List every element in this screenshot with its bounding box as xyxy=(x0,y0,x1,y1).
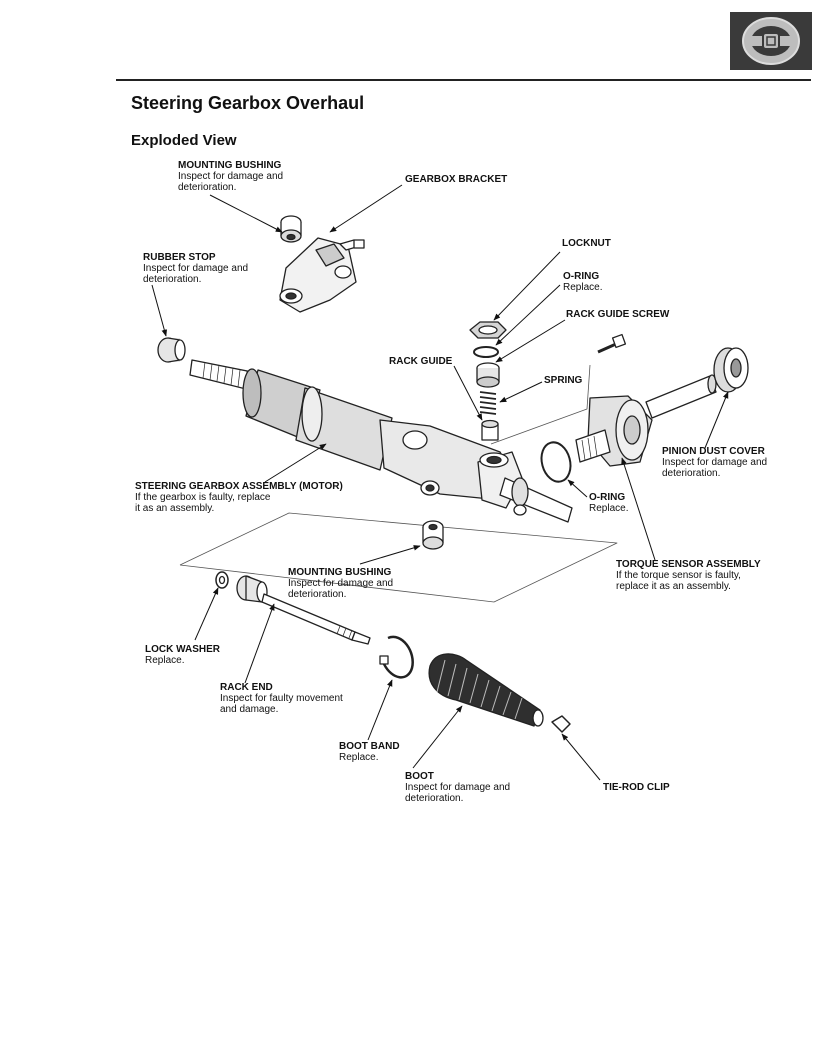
label-spring: SPRING xyxy=(544,375,583,386)
rack-guide-screw-part xyxy=(476,362,500,388)
rubber-stop-part xyxy=(157,337,186,363)
mounting-bushing-top-part xyxy=(280,215,302,243)
o-ring-right-part xyxy=(540,441,572,483)
pinion-dust-cover-part xyxy=(713,347,749,393)
label-rack-guide: RACK GUIDE xyxy=(389,356,453,367)
label-locknut: LOCKNUT xyxy=(562,238,611,249)
label-lock-washer: LOCK WASHER Replace. xyxy=(145,644,220,666)
label-rubber-stop: RUBBER STOP Inspect for damage and deter… xyxy=(143,252,249,285)
locknut-part xyxy=(469,321,507,339)
rack-guide-part xyxy=(481,419,499,441)
lock-washer-part xyxy=(215,571,229,589)
steering-wheel-icon xyxy=(742,17,800,65)
bolt-part xyxy=(597,333,627,354)
header-rule xyxy=(116,79,811,81)
label-boot-band: BOOT BAND Replace. xyxy=(339,741,400,763)
label-steering-gearbox-assembly: STEERING GEARBOX ASSEMBLY (MOTOR) If the… xyxy=(135,481,343,514)
tie-rod-clip-part xyxy=(551,715,571,733)
page-title: Steering Gearbox Overhaul xyxy=(131,93,365,113)
steering-gearbox-assembly-part xyxy=(189,359,573,523)
label-gearbox-bracket: GEARBOX BRACKET xyxy=(405,174,508,185)
label-tie-rod-clip: TIE-ROD CLIP xyxy=(603,782,670,793)
rack-end-part xyxy=(236,575,371,645)
label-pinion-dust-cover: PINION DUST COVER Inspect for damage and… xyxy=(662,446,768,479)
label-mounting-bushing-lower: MOUNTING BUSHING Inspect for damage and … xyxy=(288,567,394,600)
label-o-ring-right: O-RING Replace. xyxy=(589,492,629,514)
label-rack-guide-screw: RACK GUIDE SCREW xyxy=(566,309,670,320)
section-badge xyxy=(730,12,812,70)
label-o-ring-top: O-RING Replace. xyxy=(563,271,603,293)
o-ring-top-part xyxy=(473,346,499,358)
label-boot: BOOT Inspect for damage and deterioratio… xyxy=(405,771,511,804)
guide-lines xyxy=(179,364,618,603)
leader-lines xyxy=(151,184,729,781)
gearbox-bracket-part xyxy=(279,237,365,313)
spring-part xyxy=(479,391,497,415)
label-mounting-bushing-top: MOUNTING BUSHING Inspect for damage and … xyxy=(178,160,284,193)
mounting-bushing-lower-part xyxy=(422,520,444,550)
boot-part xyxy=(428,653,544,727)
torque-sensor-assembly-part xyxy=(575,374,717,467)
boot-band-part xyxy=(379,635,414,679)
label-rack-end: RACK END Inspect for faulty movement and… xyxy=(220,682,343,715)
section-subtitle: Exploded View xyxy=(131,132,237,149)
label-torque-sensor-assembly: TORQUE SENSOR ASSEMBLY If the torque sen… xyxy=(616,559,761,592)
